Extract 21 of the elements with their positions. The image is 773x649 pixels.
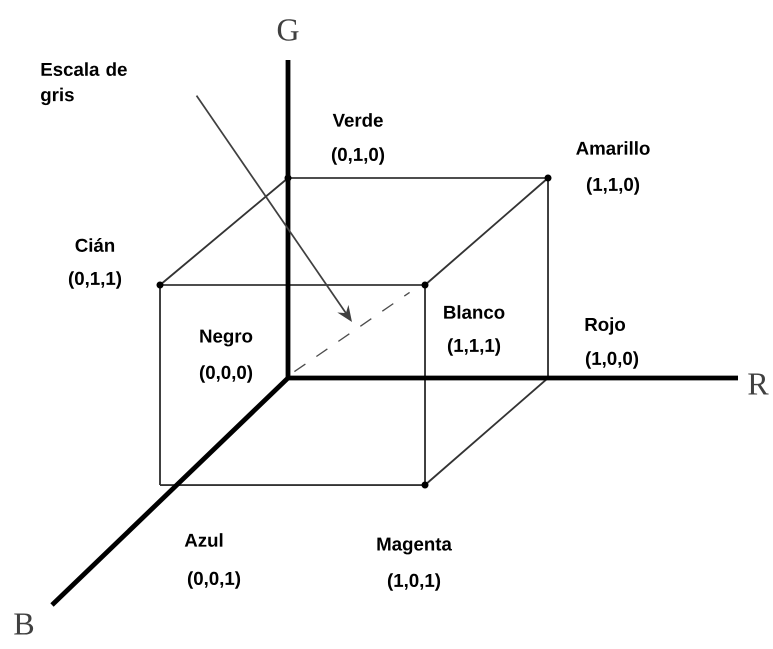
axis-label: R	[748, 374, 769, 394]
color-name-label: Negro	[200, 330, 252, 346]
color-name-label: Magenta	[377, 538, 452, 554]
coordinate-label: (0,0,1)	[188, 571, 240, 589]
coordinate-label: (0,0,0)	[200, 365, 252, 383]
color-name-label: Rojo	[586, 317, 626, 335]
coordinate-label: (1,0,1)	[388, 573, 440, 591]
color-name-label: Cián	[76, 238, 114, 252]
coordinate-label: (1,0,0)	[586, 351, 638, 369]
callout-text: Escala de gris	[41, 62, 127, 106]
axis-label: G	[278, 19, 299, 41]
coordinate-label: (0,1,1)	[68, 271, 122, 289]
color-name-label: Verde	[332, 113, 383, 127]
color-name-label: Blanco	[444, 305, 504, 319]
axis-label: B	[14, 613, 34, 635]
color-name-label: Amarillo	[576, 141, 650, 155]
color-name-label: Azul	[184, 533, 222, 547]
coordinate-label: (0,1,0)	[332, 147, 384, 165]
dashed-diagonal	[294, 292, 410, 372]
coordinate-label: (1,1,1)	[448, 338, 500, 356]
coordinate-label: (1,1,0)	[586, 177, 640, 195]
